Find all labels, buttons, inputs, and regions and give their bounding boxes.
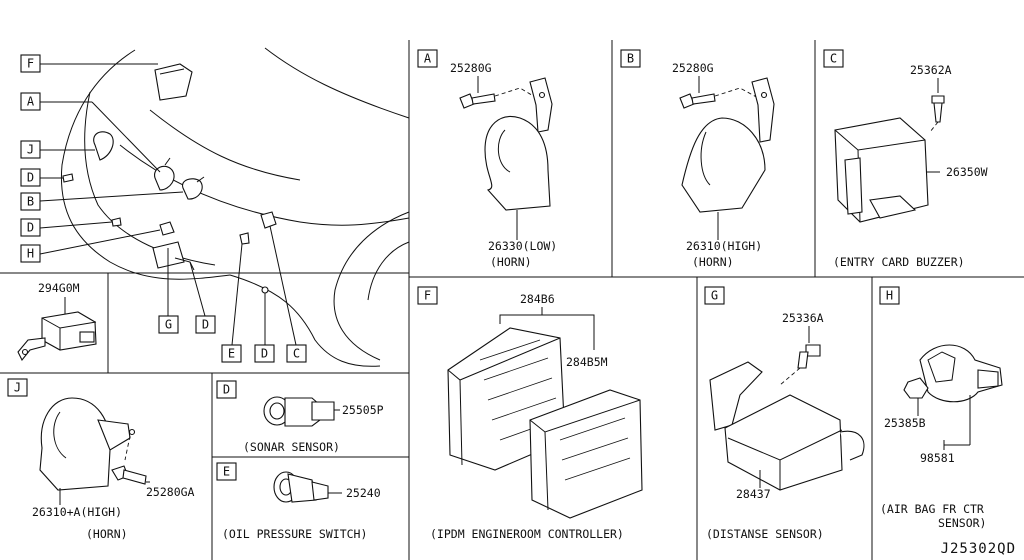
panel-g: G 25336A 28437 (DISTANSE SENSOR) (704, 286, 865, 541)
callout-d: D (20, 168, 41, 187)
svg-text:B: B (627, 52, 634, 66)
callout-f: F (20, 54, 41, 73)
panel-c: C 25362A 26350W (ENTRY CARD BUZZER) (823, 49, 988, 269)
svg-text:J: J (27, 143, 34, 157)
svg-text:A: A (27, 95, 35, 109)
part-25240: 25240 (346, 486, 381, 500)
overview-callouts: F A J D B D H G D E D C (20, 54, 307, 363)
part-25280g-a: 25280G (450, 61, 492, 75)
label-airbag-1: (AIR BAG FR CTR (880, 502, 984, 516)
label-sonar-sensor: (SONAR SENSOR) (243, 440, 340, 454)
svg-text:C: C (830, 52, 837, 66)
panel-f: F 284B6 284B5M (IPDM ENGINEROOM CONTROLL… (417, 286, 643, 541)
svg-text:D: D (223, 383, 230, 397)
svg-text:F: F (27, 57, 34, 71)
label-horn-b: (HORN) (692, 255, 734, 269)
callout-a: A (20, 92, 41, 111)
callout-d: D (254, 344, 275, 363)
svg-text:H: H (27, 247, 34, 261)
part-25505p: 25505P (342, 403, 384, 417)
panel-e: E 25240 (OIL PRESSURE SWITCH) (216, 462, 381, 541)
part-25280ga: 25280GA (146, 485, 195, 499)
label-distanse-sensor: (DISTANSE SENSOR) (706, 527, 824, 541)
part-25280g-b: 25280G (672, 61, 714, 75)
svg-text:H: H (886, 289, 893, 303)
svg-text:E: E (223, 465, 230, 479)
label-horn-a: (HORN) (490, 255, 532, 269)
svg-text:J: J (14, 381, 21, 395)
part-284b5m: 284B5M (566, 355, 608, 369)
callout-g: G (158, 315, 179, 334)
callout-b: B (20, 192, 41, 211)
part-26310a-high: 26310+A(HIGH) (32, 505, 122, 519)
panel-grid (0, 40, 1024, 560)
label-airbag-2: SENSOR) (938, 516, 986, 530)
part-294g0m: 294G0M (38, 281, 80, 295)
part-26310-high: 26310(HIGH) (686, 239, 762, 253)
svg-text:D: D (202, 318, 209, 332)
callout-e: E (221, 344, 242, 363)
callout-d: D (20, 218, 41, 237)
svg-text:C: C (293, 347, 300, 361)
callout-c: C (286, 344, 307, 363)
overview-leaders (39, 63, 297, 346)
overview-components (62, 63, 277, 294)
label-ipdm: (IPDM ENGINEROOM CONTROLLER) (430, 527, 624, 541)
panel-a: A 25280G 26330(LOW) (HORN) (417, 49, 557, 269)
part-28437: 28437 (736, 487, 771, 501)
svg-text:D: D (261, 347, 268, 361)
part-25385b: 25385B (884, 416, 926, 430)
panel-h: H 25385B 98581 (AIR BAG FR CTR SENSOR) (879, 286, 1003, 530)
callout-h: H (20, 244, 41, 263)
part-25362a: 25362A (910, 63, 952, 77)
svg-text:G: G (711, 289, 718, 303)
part-26350w: 26350W (946, 165, 988, 179)
label-oil-pressure-switch: (OIL PRESSURE SWITCH) (222, 527, 367, 541)
callout-j: J (20, 140, 41, 159)
panel-b: B 25280G 26310(HIGH) (HORN) (620, 49, 775, 269)
part-25336a: 25336A (782, 311, 824, 325)
svg-text:B: B (27, 195, 34, 209)
panel-294g0m: 294G0M (17, 281, 97, 362)
callout-d: D (195, 315, 216, 334)
part-284b6: 284B6 (520, 292, 555, 306)
svg-text:G: G (165, 318, 172, 332)
diagram-code: J25302QD (940, 541, 1016, 557)
part-26330-low: 26330(LOW) (488, 239, 557, 253)
svg-text:D: D (27, 221, 34, 235)
panel-j: J 25280GA 26310+A(HIGH) (HORN) (7, 378, 195, 541)
svg-text:F: F (424, 289, 431, 303)
vehicle-overview (60, 47, 410, 367)
svg-text:D: D (27, 171, 34, 185)
svg-text:A: A (424, 52, 432, 66)
label-entry-card-buzzer: (ENTRY CARD BUZZER) (833, 255, 965, 269)
part-98581: 98581 (920, 451, 955, 465)
panel-d: D 25505P (SONAR SENSOR) (216, 380, 384, 454)
svg-text:E: E (228, 347, 235, 361)
label-horn-j: (HORN) (86, 527, 128, 541)
